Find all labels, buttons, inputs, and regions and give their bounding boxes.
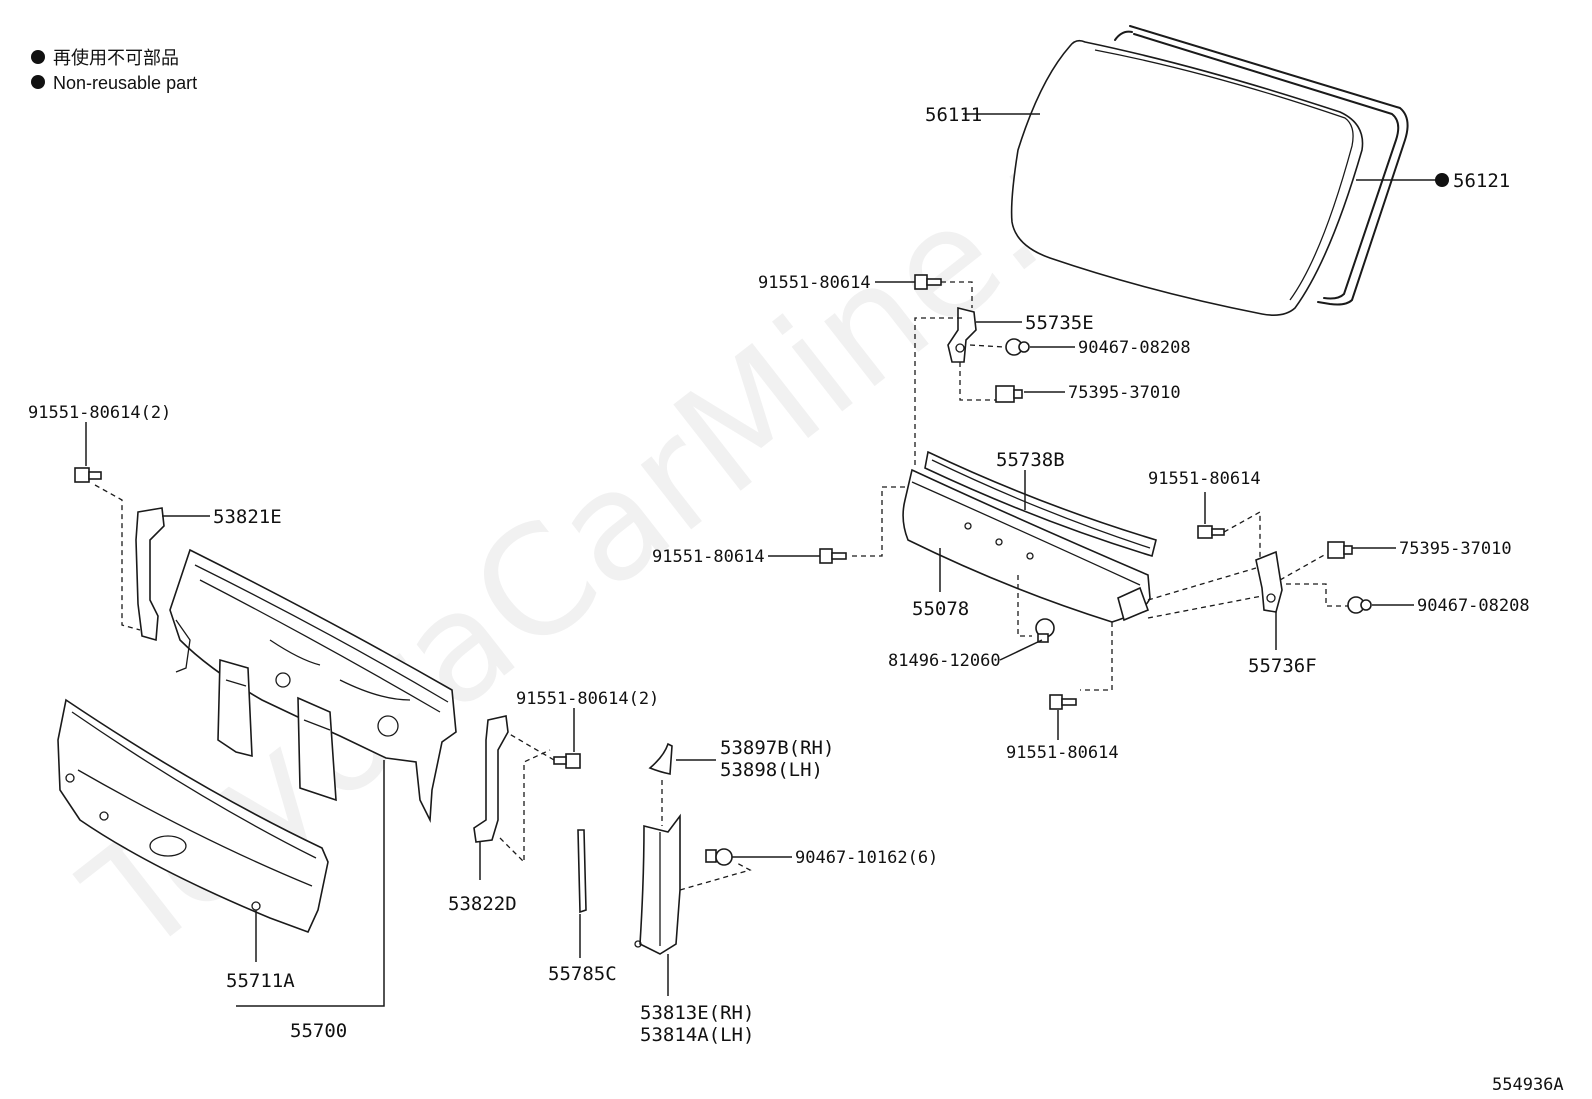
bolt-icon xyxy=(1197,525,1225,539)
clip-icon xyxy=(1035,618,1055,643)
label-56121: 56121 xyxy=(1453,170,1510,192)
bracket-53821E-drawing xyxy=(135,507,165,642)
bolt-icon xyxy=(74,467,102,483)
label-56111: 56111 xyxy=(925,104,982,126)
label-55736F: 55736F xyxy=(1248,655,1317,677)
label-53898-LH: 53898(LH) xyxy=(720,759,823,781)
clip-icon xyxy=(705,848,733,866)
label-91551-80614-2-left: 91551-80614(2) xyxy=(28,403,171,423)
label-75395-37010-a: 75395-37010 xyxy=(1068,383,1181,403)
bracket-53822D-drawing xyxy=(473,715,509,843)
bolt-icon xyxy=(1049,694,1077,710)
label-91551-80614-top: 91551-80614 xyxy=(758,273,871,293)
label-55735E: 55735E xyxy=(1025,312,1094,334)
legend-en: Non-reusable part xyxy=(53,73,197,93)
bolt-icon xyxy=(553,753,581,769)
label-55078: 55078 xyxy=(912,598,969,620)
clip-nut-icon xyxy=(1005,338,1030,356)
cowl-top-panel-drawing xyxy=(169,548,457,823)
pillar-garnish-53813E-drawing xyxy=(634,813,681,955)
clip-icon xyxy=(1327,541,1353,559)
legend-jp: 再使用不可部品 xyxy=(53,48,179,68)
label-55711A: 55711A xyxy=(226,970,295,992)
figure-id: 554936A xyxy=(1492,1075,1564,1095)
bracket-55735E-drawing xyxy=(947,306,977,363)
label-90467-10162-6: 90467-10162(6) xyxy=(795,848,938,868)
non-reusable-dot-icon xyxy=(1435,173,1449,187)
label-91551-80614-mid: 91551-80614 xyxy=(652,547,765,567)
windshield-glass-drawing xyxy=(1010,25,1409,316)
label-81496-12060: 81496-12060 xyxy=(888,651,1001,671)
label-53814A-LH: 53814A(LH) xyxy=(640,1024,754,1046)
label-90467-08208-b: 90467-08208 xyxy=(1417,596,1530,616)
label-91551-80614-r: 91551-80614 xyxy=(1148,469,1261,489)
clip-nut-icon xyxy=(1347,596,1372,614)
label-53897B-RH: 53897B(RH) xyxy=(720,737,834,759)
label-91551-80614-2-center: 91551-80614(2) xyxy=(516,689,659,709)
label-55785C: 55785C xyxy=(548,963,617,985)
label-53813E-RH: 53813E(RH) xyxy=(640,1002,754,1024)
strip-55785C-drawing xyxy=(577,829,587,914)
label-55700: 55700 xyxy=(290,1020,347,1042)
label-53822D: 53822D xyxy=(448,893,517,915)
label-53821E: 53821E xyxy=(213,506,282,528)
bolt-icon xyxy=(819,548,847,564)
cowl-lower-panel-55711A-drawing xyxy=(57,698,329,934)
legend: 再使用不可部品 Non-reusable part xyxy=(31,48,197,93)
bracket-55736F-drawing xyxy=(1255,550,1283,613)
label-75395-37010-b: 75395-37010 xyxy=(1399,539,1512,559)
label-90467-08208-a: 90467-08208 xyxy=(1078,338,1191,358)
label-55738B: 55738B xyxy=(996,449,1065,471)
label-91551-80614-low: 91551-80614 xyxy=(1006,743,1119,763)
cowl-louver-55078-drawing xyxy=(902,450,1157,623)
legend-dot-icon xyxy=(31,75,45,89)
legend-dot-icon xyxy=(31,50,45,64)
clip-icon xyxy=(995,385,1023,403)
part-53897B-drawing xyxy=(648,742,673,775)
